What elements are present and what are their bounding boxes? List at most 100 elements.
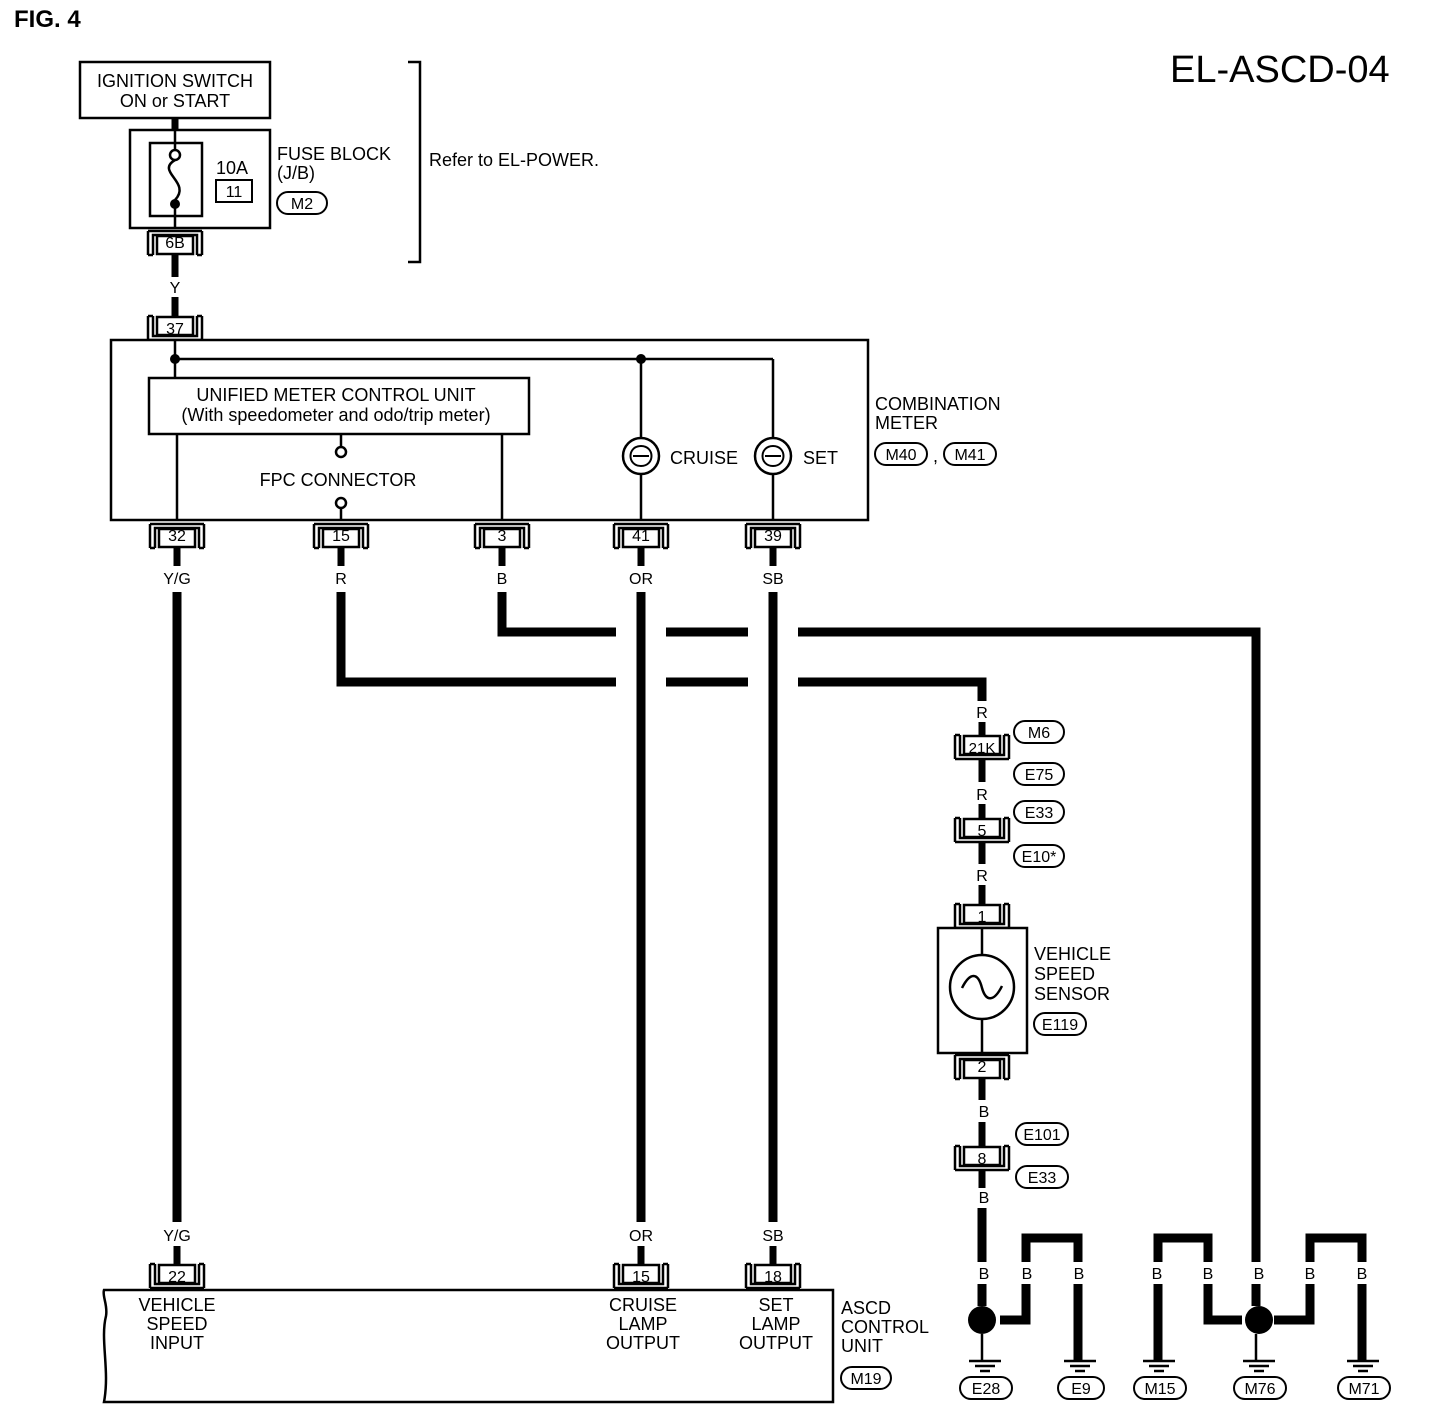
ground-symbol-e9	[1062, 1359, 1098, 1373]
cruise-lamp-label: CRUISE	[670, 448, 738, 468]
ascd-wire-or: OR	[629, 1228, 653, 1245]
term-32: 32	[168, 528, 186, 545]
cl-line1: CRUISE	[609, 1295, 677, 1315]
sl-line1: SET	[758, 1295, 793, 1315]
ground-wire-b-5: B	[1203, 1266, 1214, 1283]
ground-symbol-m71	[1345, 1359, 1381, 1373]
wire-b-1: B	[979, 1104, 990, 1121]
fuse-block-connector: M2	[291, 196, 313, 213]
ascd-wire-sb: SB	[762, 1228, 783, 1245]
term-18: 18	[764, 1269, 782, 1286]
ground-symbol-e28	[967, 1359, 1003, 1373]
wire-r-label: R	[335, 571, 347, 588]
term-15-ascd: 15	[632, 1269, 650, 1286]
wire-r-1: R	[976, 705, 988, 722]
ground-m15: M15	[1144, 1381, 1175, 1398]
term-37: 37	[166, 321, 184, 338]
ground-wire-b-3: B	[1074, 1266, 1085, 1283]
unit-line1: UNIFIED METER CONTROL UNIT	[196, 385, 475, 405]
fuse-block-line2: (J/B)	[277, 163, 315, 183]
ground-wire-b-7: B	[1305, 1266, 1316, 1283]
sensor-line3: SENSOR	[1034, 984, 1110, 1004]
ground-m71: M71	[1348, 1381, 1379, 1398]
term-8: 8	[978, 1151, 987, 1168]
term-6b: 6B	[165, 235, 185, 252]
conn-m6: M6	[1028, 725, 1050, 742]
conn-e33-lower: E33	[1028, 1170, 1057, 1187]
fuse-element-icon	[167, 158, 181, 201]
fuse-number: 11	[226, 184, 243, 201]
wire-y-label: Y	[170, 280, 181, 297]
term-22: 22	[168, 1269, 186, 1286]
wire-b-2: B	[979, 1190, 990, 1207]
conn-e119: E119	[1042, 1017, 1078, 1034]
refer-note: Refer to EL-POWER.	[429, 150, 599, 170]
ascd-control-unit-box	[102, 1288, 835, 1404]
unit-line2: (With speedometer and odo/trip meter)	[181, 405, 490, 425]
vs-line3: INPUT	[150, 1333, 204, 1353]
sl-line2: LAMP	[751, 1314, 800, 1334]
conn-m19: M19	[850, 1371, 881, 1388]
ground-symbol-m15	[1141, 1359, 1177, 1373]
term-39: 39	[764, 528, 782, 545]
fuse-block-line1: FUSE BLOCK	[277, 144, 391, 164]
splice-e28	[968, 1306, 996, 1334]
wire-sb-label: SB	[762, 571, 783, 588]
ground-wire-b-6: B	[1254, 1266, 1265, 1283]
sensor-line1: VEHICLE	[1034, 944, 1111, 964]
ground-m76: M76	[1244, 1381, 1275, 1398]
term-1: 1	[978, 909, 987, 926]
term-3: 3	[498, 528, 507, 545]
ground-symbol-m76	[1241, 1359, 1277, 1373]
page-code: EL-ASCD-04	[1170, 49, 1390, 91]
fuse-number-box	[215, 179, 253, 203]
wire-r-2: R	[976, 787, 988, 804]
conn-m41-badge	[943, 442, 997, 466]
fuse-block-connector-badge	[276, 191, 328, 215]
term-21k: 21K	[969, 740, 996, 757]
fpc-connector-label: FPC CONNECTOR	[260, 470, 417, 490]
harness-wires	[172, 592, 1261, 1262]
conn-m41: M41	[954, 447, 985, 464]
cl-line3: OUTPUT	[606, 1333, 680, 1353]
sensor-line2: SPEED	[1034, 964, 1095, 984]
wire-b-label: B	[497, 571, 508, 588]
wire-yg-label: Y/G	[163, 571, 191, 588]
ground-wire-b-2: B	[1022, 1266, 1033, 1283]
ascd-line1: ASCD	[841, 1298, 891, 1318]
ignition-line1: IGNITION SWITCH	[97, 71, 253, 91]
fpc-bottom-pin	[334, 496, 348, 510]
refer-bracket	[408, 60, 422, 264]
ground-wire-b-1: B	[979, 1266, 990, 1283]
wire-or-label: OR	[629, 571, 653, 588]
ascd-line2: CONTROL	[841, 1317, 929, 1337]
term-15-meter: 15	[332, 528, 350, 545]
wire-r-3: R	[976, 868, 988, 885]
sl-line3: OUTPUT	[739, 1333, 813, 1353]
conn-e33-upper: E33	[1025, 805, 1054, 822]
ascd-line3: UNIT	[841, 1336, 883, 1356]
vs-line1: VEHICLE	[138, 1295, 215, 1315]
ground-wire-b-8: B	[1357, 1266, 1368, 1283]
ground-wire-b-4: B	[1152, 1266, 1163, 1283]
ground-e28: E28	[972, 1381, 1001, 1398]
fuse-top-terminal	[168, 148, 182, 162]
conn-e75: E75	[1025, 767, 1054, 784]
cl-line2: LAMP	[618, 1314, 667, 1334]
term-41: 41	[632, 528, 650, 545]
set-lamp-label: SET	[803, 448, 838, 468]
unified-meter-control-unit	[147, 376, 531, 436]
vs-line2: SPEED	[146, 1314, 207, 1334]
ground-wires	[977, 1208, 1367, 1360]
term-5: 5	[978, 823, 987, 840]
ground-e9: E9	[1071, 1381, 1091, 1398]
splice-m76	[1245, 1306, 1273, 1334]
fuse-rating: 10A	[216, 158, 248, 178]
conn-m40-badge	[874, 442, 928, 466]
term-2: 2	[978, 1059, 987, 1076]
conn-sep: ,	[933, 446, 938, 466]
conn-e10: E10*	[1022, 849, 1057, 866]
fpc-top-pin	[334, 445, 348, 459]
combination-meter-line2: METER	[875, 413, 938, 433]
conn-m40: M40	[885, 447, 916, 464]
